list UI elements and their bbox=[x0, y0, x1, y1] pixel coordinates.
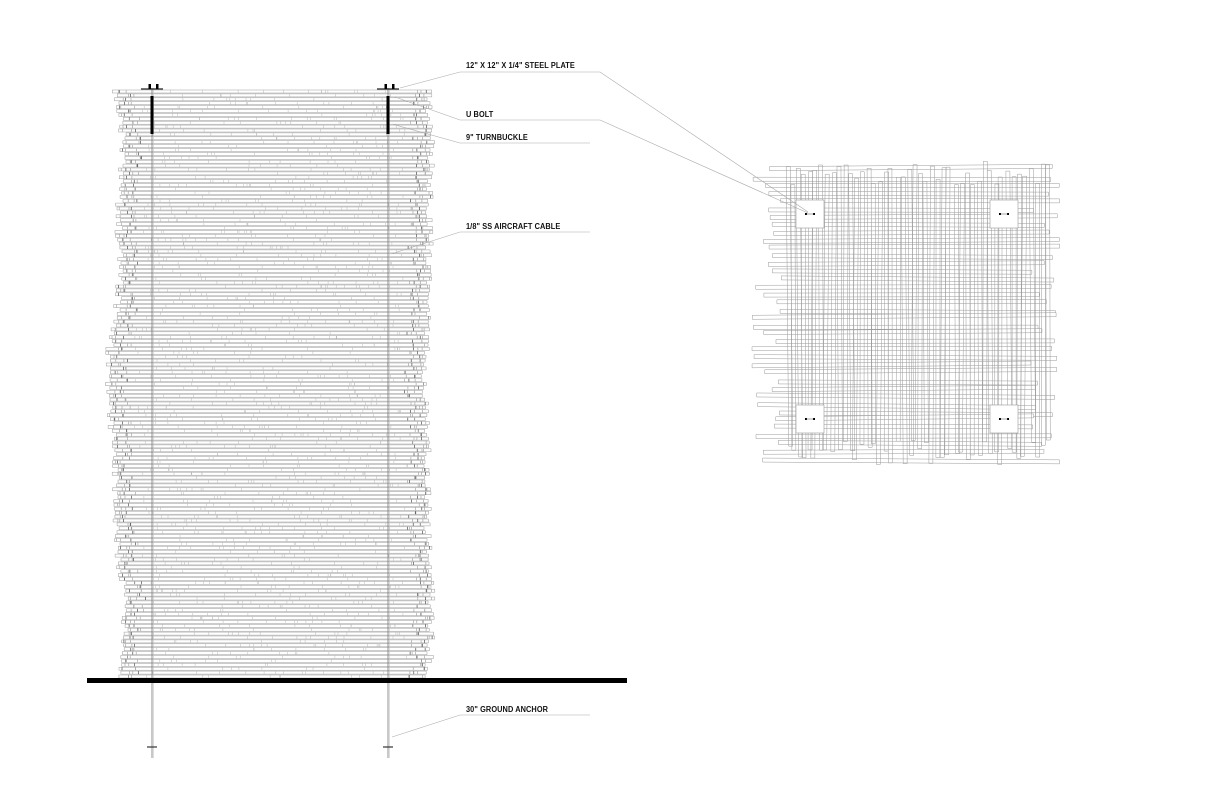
callout-ground-anchor: 30" GROUND ANCHOR bbox=[466, 705, 549, 714]
callout-u-bolt: U BOLT bbox=[466, 110, 494, 119]
leader-lines bbox=[390, 71, 809, 738]
callout-steel-plate: 12" X 12" X 1/4" STEEL PLATE bbox=[466, 61, 575, 70]
callout-turnbuckle: 9" TURNBUCKLE bbox=[466, 133, 528, 142]
callout-aircraft-cable: 1/8" SS AIRCRAFT CABLE bbox=[466, 222, 561, 231]
plan-view bbox=[751, 160, 1060, 465]
elevation-view bbox=[87, 84, 627, 758]
